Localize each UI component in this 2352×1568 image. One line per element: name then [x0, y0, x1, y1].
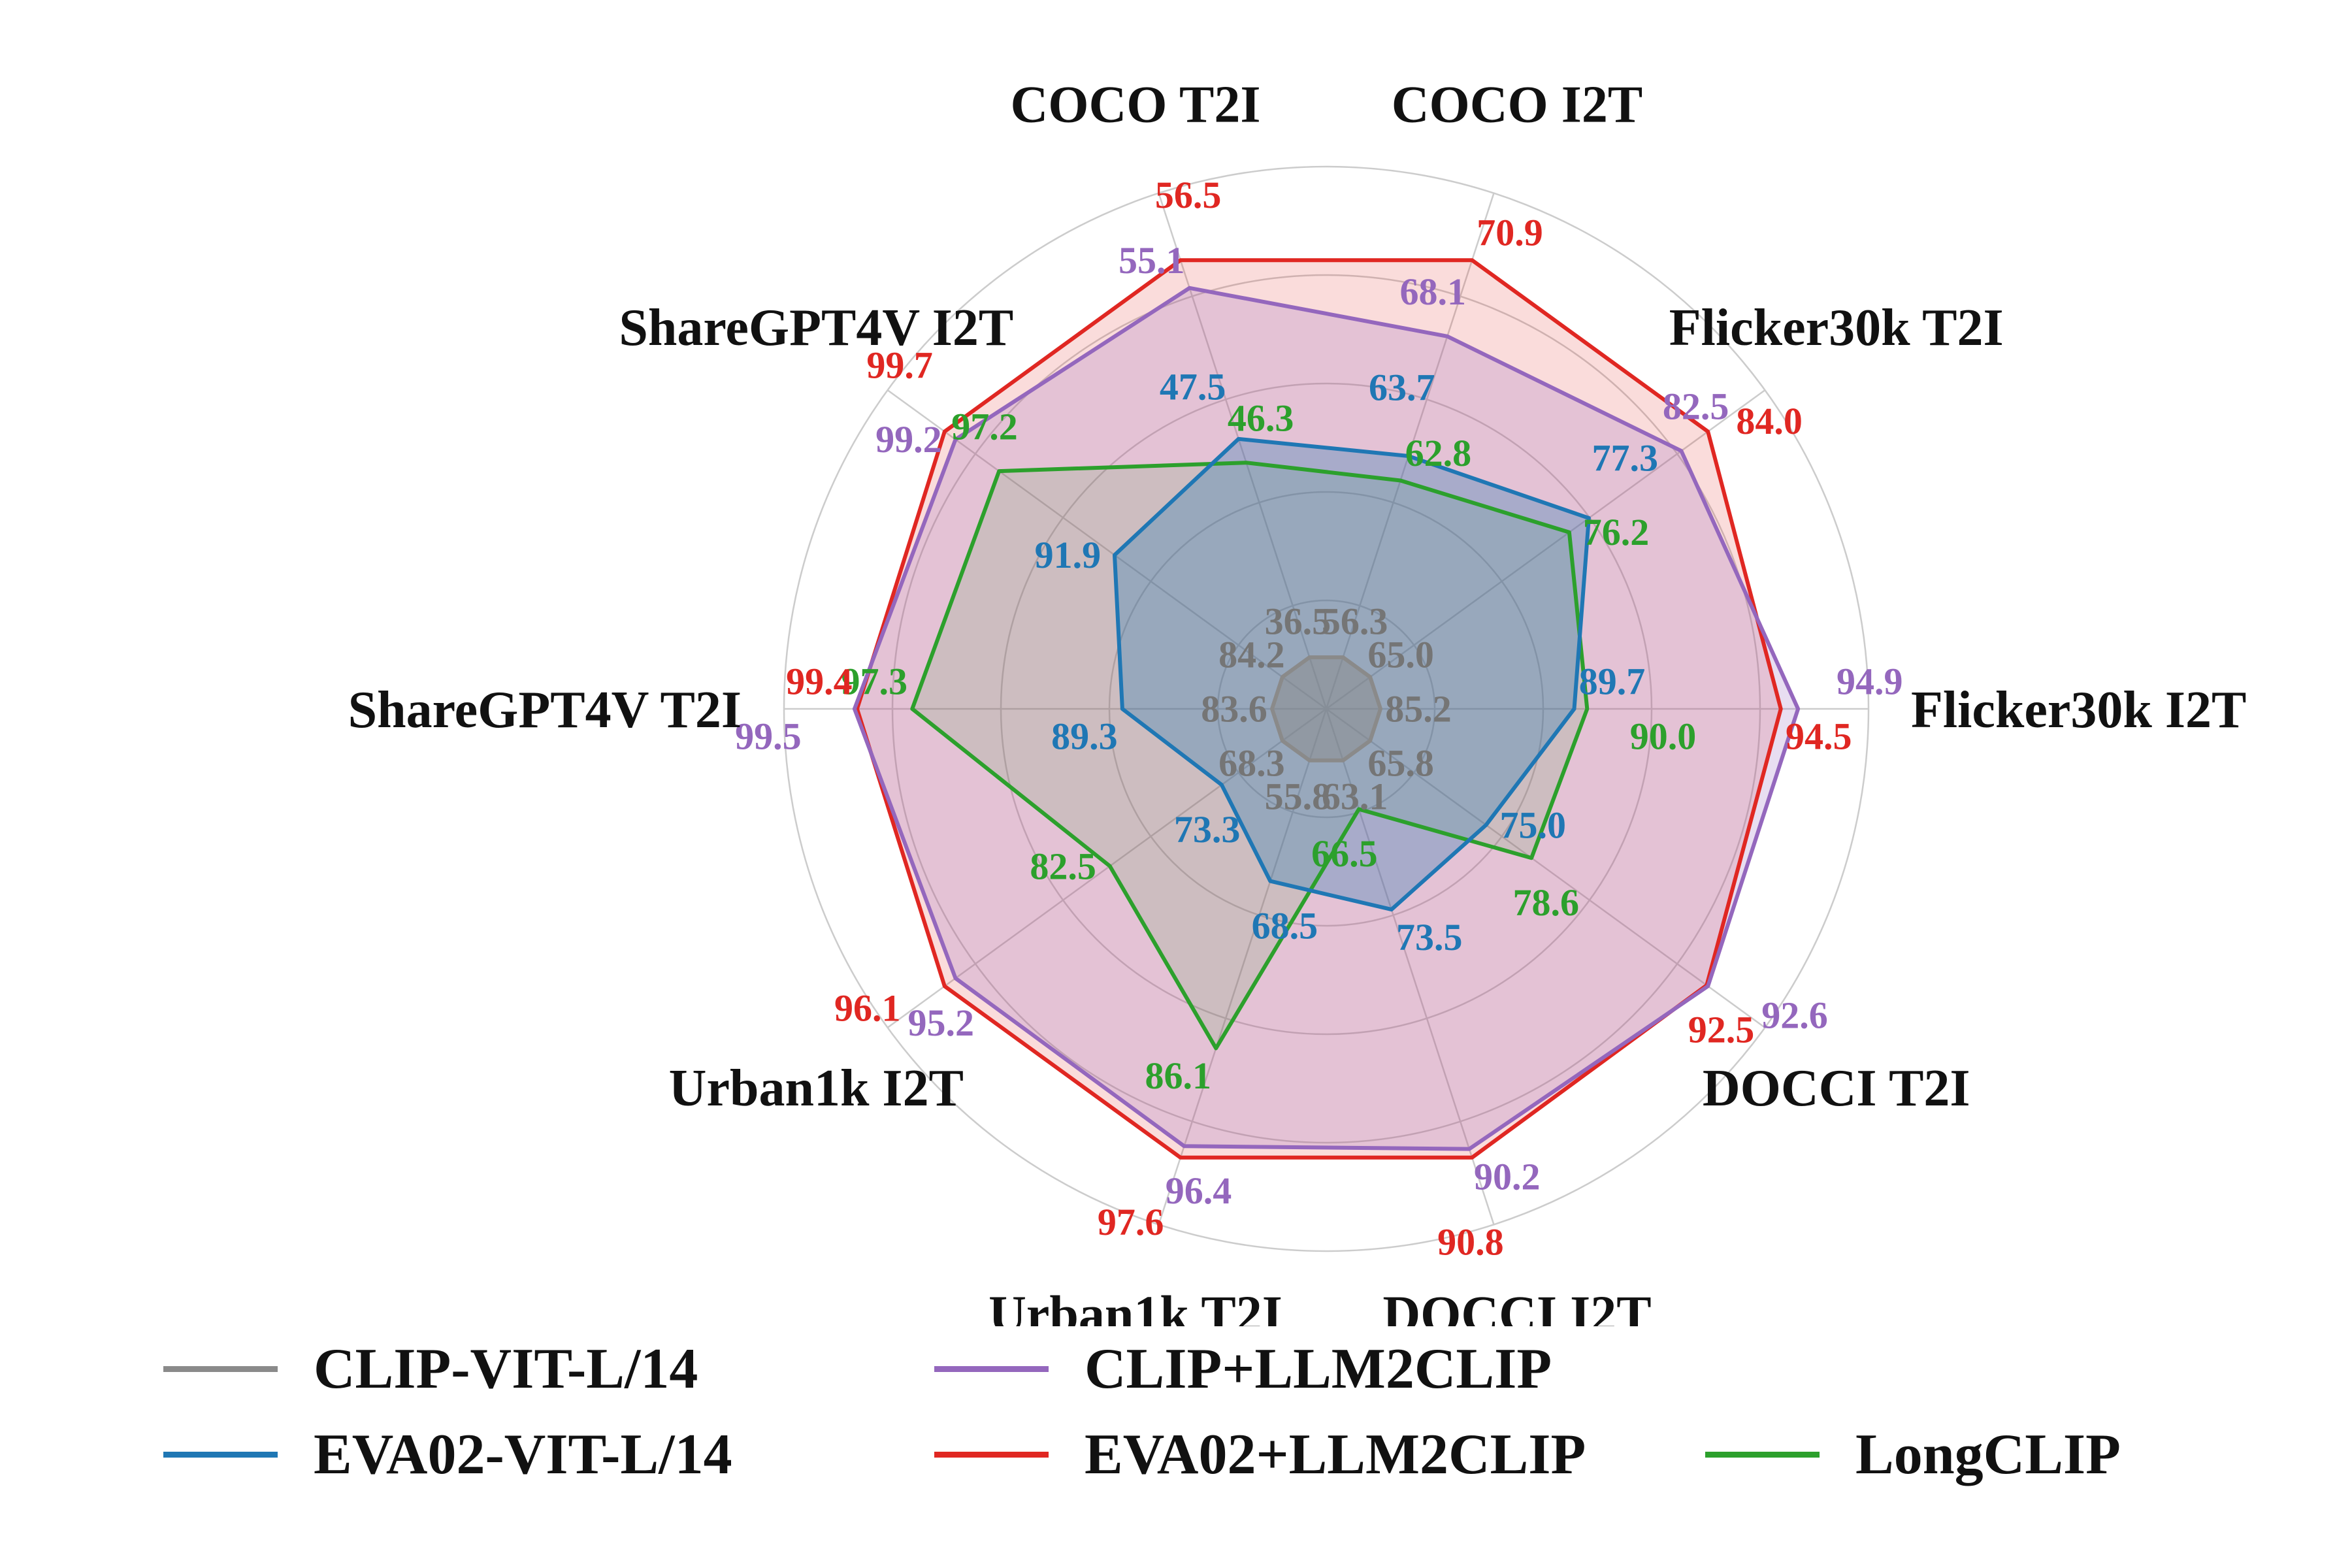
grid-spoke: [887, 708, 1327, 1028]
axis-title-COCO I2T: COCO I2T: [1392, 76, 1643, 133]
series-area-CLIP-VIT-L/14: [1272, 657, 1380, 760]
value-label-EVA02+LLM2CLIP: 96.1: [834, 987, 901, 1030]
axis-title-DOCCI I2T: DOCCI I2T: [1382, 1286, 1651, 1326]
value-label-CLIP+LLM2CLIP: 68.1: [1399, 270, 1466, 313]
value-label-LongCLIP: 90.0: [1630, 715, 1697, 758]
legend-line-swatch: [163, 1366, 278, 1372]
value-label-CLIP-VIT-L/14: 36.5: [1265, 600, 1331, 642]
axis-title-COCO T2I: COCO T2I: [1010, 76, 1260, 133]
legend-label: CLIP+LLM2CLIP: [1085, 1337, 1552, 1401]
axis-title-Flicker30k I2T: Flicker30k I2T: [1911, 681, 2246, 739]
value-label-EVA02+LLM2CLIP: 94.5: [1786, 715, 1852, 758]
value-label-CLIP+LLM2CLIP: 90.2: [1474, 1155, 1541, 1198]
value-label-EVA02+LLM2CLIP: 97.6: [1098, 1201, 1164, 1243]
radar-chart: 36.5 46.347.5 55.1 56.5 56.3 62.8 63.7 68.1 70.9…: [348, 76, 2247, 1326]
value-label-CLIP-VIT-L/14: 55.8: [1265, 776, 1331, 818]
value-label-CLIP+LLM2CLIP: 95.2: [908, 1002, 975, 1044]
value-label-LongCLIP: 78.6: [1513, 881, 1580, 924]
value-label-CLIP-VIT-L/14: 84.2: [1218, 634, 1285, 676]
legend-item-EVA02-VIT-L/14: EVA02-VIT-L/14: [163, 1422, 934, 1488]
axis-title-Urban1k T2I: Urban1k T2I: [988, 1286, 1282, 1326]
legend-item-CLIP-VIT-L/14: CLIP-VIT-L/14: [163, 1336, 934, 1402]
axis-title-Flicker30k T2I: Flicker30k T2I: [1669, 299, 2004, 357]
legend-label: CLIP-VIT-L/14: [314, 1337, 698, 1401]
legend-line-swatch: [163, 1452, 278, 1458]
grid-spoke: [1325, 193, 1495, 710]
grid-spoke: [1326, 708, 1766, 1028]
value-label-CLIP-VIT-L/14: 65.8: [1367, 742, 1434, 784]
legend-label: EVA02-VIT-L/14: [314, 1423, 732, 1486]
legend-line-swatch: [934, 1366, 1049, 1372]
value-label-EVA02+LLM2CLIP: 90.8: [1437, 1220, 1504, 1263]
grid-spoke: [1325, 708, 1495, 1225]
value-label-CLIP+LLM2CLIP: 55.1: [1119, 239, 1185, 282]
value-label-LongCLIP: 97.3: [841, 661, 908, 703]
value-label-EVA02+LLM2CLIP: 84.0: [1736, 400, 1803, 442]
legend-line-swatch: [1705, 1452, 1820, 1458]
series-line-CLIP+LLM2CLIP: [852, 286, 1801, 1151]
value-label-CLIP-VIT-L/14: 68.3: [1218, 742, 1285, 784]
axis-title-ShareGPT4V T2I: ShareGPT4V T2I: [348, 681, 742, 739]
value-label-EVA02-VIT-L/14: 63.7: [1369, 367, 1435, 409]
grid-spoke: [1158, 193, 1328, 710]
grid-spoke: [887, 389, 1327, 710]
value-label-EVA02-VIT-L/14: 77.3: [1592, 436, 1659, 479]
value-label-CLIP-VIT-L/14: 65.0: [1367, 634, 1434, 676]
value-label-EVA02-VIT-L/14: 91.9: [1035, 534, 1102, 576]
value-label-EVA02+LLM2CLIP: 56.5: [1155, 174, 1222, 216]
value-label-EVA02+LLM2CLIP: 92.5: [1688, 1009, 1755, 1051]
legend-line-swatch: [934, 1452, 1049, 1458]
value-label-CLIP+LLM2CLIP: 94.9: [1837, 661, 1903, 703]
value-label-CLIP+LLM2CLIP: 96.4: [1166, 1169, 1232, 1212]
legend-item-LongCLIP: LongCLIP: [1705, 1422, 2121, 1488]
series-line-LongCLIP: [910, 461, 1590, 1051]
legend-label: EVA02+LLM2CLIP: [1085, 1423, 1586, 1486]
value-label-CLIP+LLM2CLIP: 82.5: [1663, 385, 1729, 428]
axis-title-ShareGPT4V I2T: ShareGPT4V I2T: [619, 299, 1013, 357]
value-label-EVA02-VIT-L/14: 68.5: [1252, 904, 1318, 947]
legend-row: CLIP-VIT-L/14 CLIP+LLM2CLIP: [163, 1336, 2121, 1402]
value-label-EVA02-VIT-L/14: 73.5: [1396, 916, 1463, 958]
value-label-LongCLIP: 97.2: [951, 406, 1018, 448]
chart-legend: CLIP-VIT-L/14 CLIP+LLM2CLIP EVA02-VIT-L/14…: [163, 1336, 2121, 1488]
legend-row: EVA02-VIT-L/14 EVA02+LLM2CLIP LongCLIP: [163, 1422, 2121, 1488]
legend-item-CLIP+LLM2CLIP: CLIP+LLM2CLIP: [934, 1336, 1552, 1402]
value-label-LongCLIP: 82.5: [1030, 845, 1096, 887]
value-label-CLIP-VIT-L/14: 56.3: [1322, 600, 1388, 642]
value-label-LongCLIP: 76.2: [1583, 511, 1650, 553]
series-line-EVA02+LLM2CLIP: [855, 258, 1783, 1160]
legend-item-EVA02+LLM2CLIP: EVA02+LLM2CLIP: [934, 1422, 1705, 1488]
value-label-EVA02-VIT-L/14: 75.0: [1500, 804, 1567, 846]
value-label-CLIP+LLM2CLIP: 92.6: [1761, 994, 1828, 1037]
value-label-LongCLIP: 62.8: [1405, 432, 1472, 474]
grid-spoke: [1158, 708, 1328, 1225]
value-label-EVA02+LLM2CLIP: 99.7: [866, 344, 933, 386]
value-label-EVA02-VIT-L/14: 89.3: [1051, 715, 1118, 758]
value-label-CLIP+LLM2CLIP: 99.2: [875, 418, 942, 461]
value-label-LongCLIP: 66.5: [1311, 832, 1378, 875]
value-label-EVA02-VIT-L/14: 89.7: [1579, 661, 1646, 703]
value-label-EVA02+LLM2CLIP: 70.9: [1477, 212, 1543, 254]
axis-title-Urban1k I2T: Urban1k I2T: [669, 1060, 964, 1117]
value-label-LongCLIP: 46.3: [1228, 397, 1294, 440]
value-label-CLIP+LLM2CLIP: 99.5: [735, 715, 802, 758]
series-line-CLIP-VIT-L/14: [1270, 655, 1382, 762]
value-label-EVA02-VIT-L/14: 73.3: [1174, 808, 1241, 851]
legend-label: LongCLIP: [1855, 1423, 2121, 1486]
value-label-LongCLIP: 86.1: [1145, 1054, 1212, 1097]
value-label-CLIP-VIT-L/14: 63.1: [1322, 776, 1388, 818]
grid-spoke: [1326, 389, 1766, 710]
value-label-EVA02+LLM2CLIP: 99.4: [786, 661, 853, 703]
axis-title-DOCCI T2I: DOCCI T2I: [1703, 1060, 1970, 1117]
series-area-LongCLIP: [912, 463, 1588, 1049]
value-label-CLIP-VIT-L/14: 83.6: [1201, 688, 1267, 730]
value-label-EVA02-VIT-L/14: 47.5: [1160, 365, 1226, 408]
series-line-EVA02-VIT-L/14: [1113, 436, 1591, 912]
value-label-CLIP-VIT-L/14: 85.2: [1385, 688, 1452, 730]
